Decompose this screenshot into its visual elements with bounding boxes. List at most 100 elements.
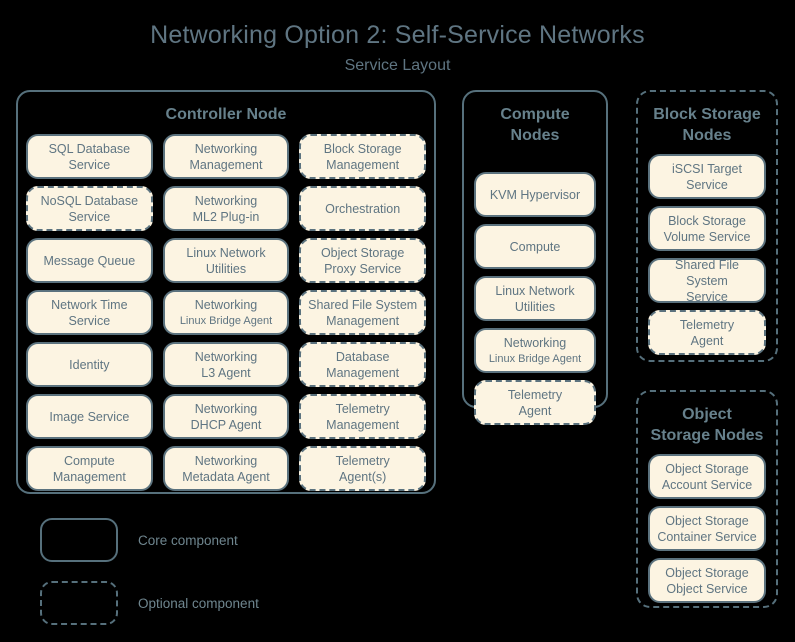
panel-title-line1: Block Storage — [653, 106, 761, 123]
service-box-label-line2: Management — [189, 157, 263, 172]
service-box-label-line1: Object Storage — [665, 565, 749, 580]
panel-title-block-storage-nodes: Block Storage Nodes — [638, 104, 776, 146]
service-box-label-line1: Linux Network — [495, 283, 575, 298]
service-box[interactable]: Message Queue — [26, 238, 153, 283]
service-box-label-line2: Container Service — [657, 529, 757, 544]
service-box-label-line2: Object Service — [666, 581, 748, 596]
service-box[interactable]: Image Service — [26, 394, 153, 439]
panel-title-line1: Compute — [500, 106, 570, 123]
panel-title-line2: Nodes — [682, 127, 732, 144]
service-box-label-line1: Object Storage — [320, 245, 405, 260]
service-box-label-line2: Service — [68, 209, 111, 224]
service-box-label-line1: Networking — [194, 193, 258, 208]
service-box-label-line1: Telemetry — [507, 387, 563, 402]
service-box-label-line2: Proxy Service — [324, 261, 402, 276]
service-box-label-line1: Networking — [194, 141, 258, 156]
service-box-label-line2: Metadata Agent — [182, 469, 270, 484]
service-box[interactable]: Orchestration — [299, 186, 426, 231]
service-box-label-line1: Shared File System — [308, 297, 418, 312]
service-box-label-line1: Telemetry — [335, 453, 390, 468]
service-box-label-line2: L3 Agent — [201, 365, 251, 380]
service-box-label-line1: Networking — [194, 297, 258, 312]
service-box-label-line2: Agent(s) — [339, 469, 387, 484]
service-box-label-line1: NoSQL Database — [40, 193, 139, 208]
service-box[interactable]: Compute — [474, 224, 596, 269]
service-box-label-line1: Object Storage — [665, 513, 749, 528]
service-box-label-line2: Utilities — [205, 261, 247, 276]
service-box[interactable]: Identity — [26, 342, 153, 387]
legend-label-core: Core component — [138, 532, 238, 548]
service-box-label-line1: KVM Hypervisor — [489, 187, 581, 202]
panel-title-line2: Storage Nodes — [650, 427, 764, 444]
service-box-label-line2: Management — [326, 157, 400, 172]
service-box-label-line1: Object Storage — [665, 461, 749, 476]
panel-title-controller-node: Controller Node — [165, 106, 287, 123]
service-box-label-line2: Utilities — [514, 299, 556, 314]
service-box-label-line1: Telemetry — [679, 317, 735, 332]
service-box[interactable]: KVM Hypervisor — [474, 172, 596, 217]
legend-label-optional: Optional component — [138, 595, 259, 611]
service-box-label-line1: Block Storage — [668, 213, 746, 228]
service-box-label-line1: Shared File System — [675, 257, 739, 288]
page-title: Networking Option 2: Self-Service Networ… — [150, 21, 645, 49]
panel-title-line2: Nodes — [510, 127, 560, 144]
panel-title-compute-nodes: Compute Nodes — [464, 104, 606, 146]
service-box-label-line2: Agent — [518, 403, 552, 418]
legend-item-optional: Optional component — [40, 581, 259, 625]
service-box-label-line1: Block Storage — [323, 141, 402, 156]
service-box-label-line1: Telemetry — [335, 401, 390, 416]
legend-swatch-core — [40, 518, 118, 562]
legend-swatch-optional — [40, 581, 118, 625]
service-box-label-line1: Networking — [194, 401, 258, 416]
service-box-label-line1: Identity — [69, 357, 110, 372]
service-box-label-line2: Volume Service — [663, 229, 751, 244]
service-box-label-line1: Message Queue — [43, 253, 136, 268]
service-box-label-line1: Image Service — [49, 409, 130, 424]
service-box-label-line1: Networking — [194, 349, 258, 364]
service-box-label-line2: Account Service — [661, 477, 753, 492]
service-box-label-line1: Networking — [194, 453, 258, 468]
service-box-label-line1: Compute — [509, 239, 561, 254]
service-box-label-line2: Service — [68, 313, 111, 328]
service-box-label-line1: Compute — [63, 453, 115, 468]
service-box-label-line1: SQL Database — [48, 141, 131, 156]
service-box-label-line2: Service — [686, 289, 728, 304]
title-block: Networking Option 2: Self-Service Networ… — [0, 20, 795, 76]
page-subtitle: Service Layout — [344, 57, 451, 74]
panel-title-object-storage-nodes: Object Storage Nodes — [638, 404, 776, 446]
